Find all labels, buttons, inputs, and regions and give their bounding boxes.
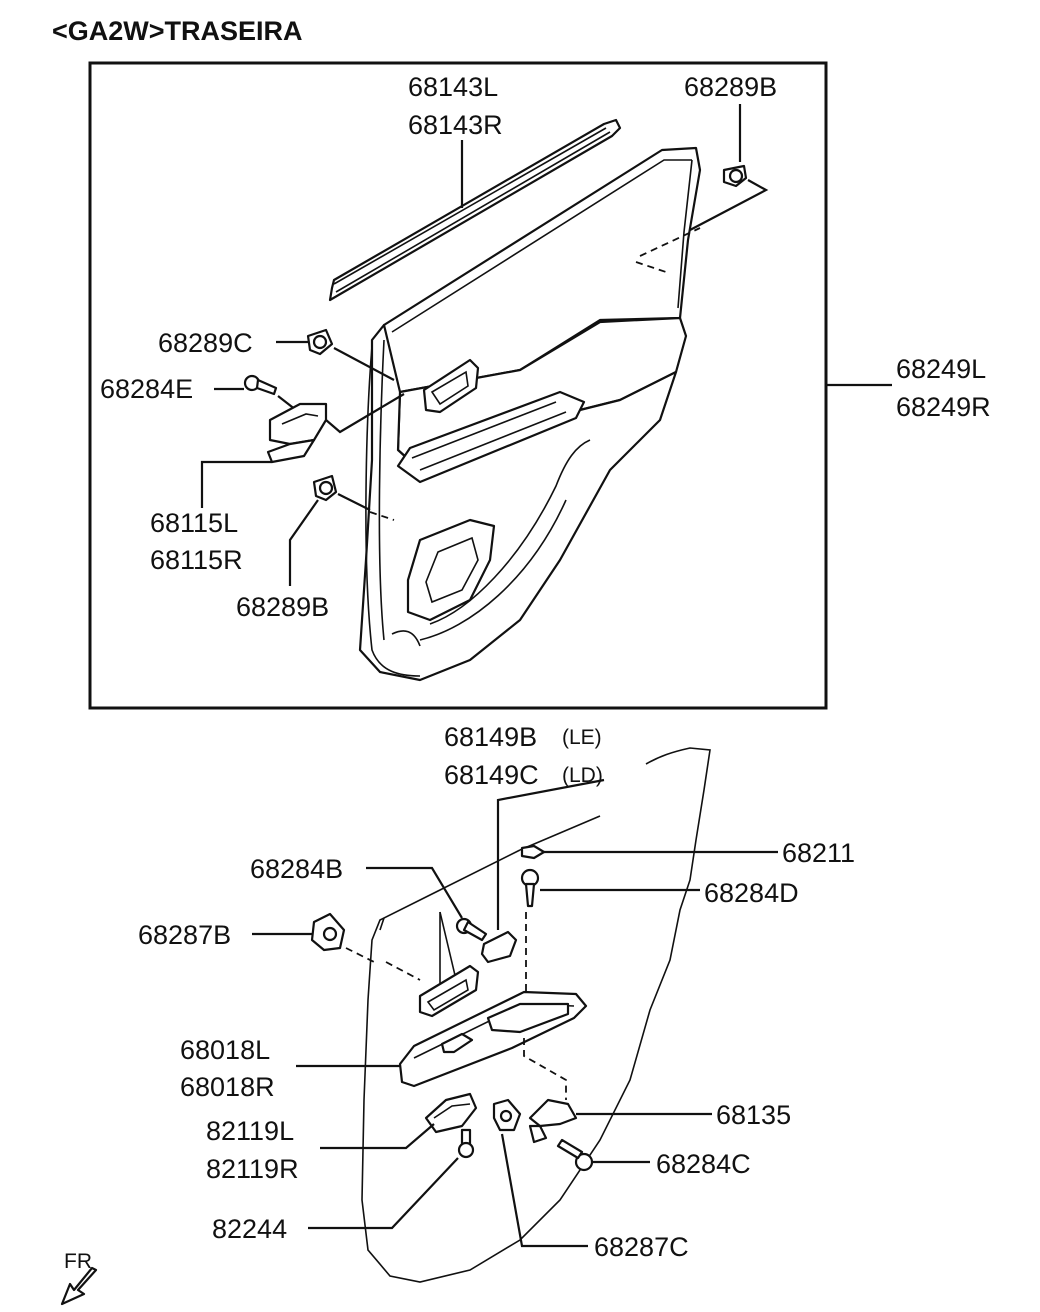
switch-panel-68018	[296, 990, 588, 1100]
label-68018L: 68018L	[180, 1035, 270, 1065]
pull-cup	[418, 964, 480, 1018]
screw-82244	[308, 1128, 475, 1230]
label-68143L: 68143L	[408, 72, 498, 102]
inside-handle-68115	[200, 393, 405, 508]
diagram-title: <GA2W>TRASEIRA	[52, 16, 303, 46]
weatherstrip-68143	[328, 118, 622, 302]
label-68115L: 68115L	[150, 508, 238, 538]
door-inner-outline	[361, 747, 711, 1283]
clip-68287B	[252, 912, 421, 981]
label-68289B-top: 68289B	[684, 72, 777, 102]
label-82244: 82244	[212, 1214, 287, 1244]
label-68149C: 68149C	[444, 760, 539, 790]
label-68135: 68135	[716, 1100, 791, 1130]
label-68211: 68211	[782, 838, 855, 868]
label-68249L: 68249L	[896, 354, 986, 384]
label-fr: FR	[64, 1250, 92, 1273]
label-68284D: 68284D	[704, 878, 799, 908]
label-68284E: 68284E	[100, 374, 193, 404]
label-68289B-bottom: 68289B	[236, 592, 329, 622]
label-68149B: 68149B	[444, 722, 537, 752]
label-68287B: 68287B	[138, 920, 231, 950]
label-68143R: 68143R	[408, 110, 503, 140]
switch-82119	[320, 1092, 478, 1150]
label-68284C: 68284C	[656, 1149, 751, 1179]
screw-68284E	[214, 374, 297, 411]
label-68287C: 68287C	[594, 1232, 689, 1262]
label-82119L: 82119L	[206, 1116, 294, 1146]
label-68115R: 68115R	[150, 545, 243, 575]
clip-68289B-top	[689, 104, 769, 231]
label-68149B-note: (LE)	[562, 726, 602, 749]
screw-68284D	[520, 868, 700, 1000]
label-82119R: 82119R	[206, 1154, 299, 1184]
bracket-68135	[528, 1098, 712, 1144]
screw-68284C	[556, 1138, 650, 1172]
clip-68289B-bottom	[288, 474, 395, 586]
clip-68289C	[276, 328, 395, 381]
label-68149C-note: (LD)	[562, 764, 603, 787]
clip-68287C	[492, 1098, 588, 1248]
door-trim-panel-68249	[358, 146, 702, 682]
label-68284B: 68284B	[250, 854, 343, 884]
cap-68149	[480, 778, 605, 964]
clip-68211	[520, 844, 778, 860]
label-68289C: 68289C	[158, 328, 253, 358]
front-direction-arrow-icon	[60, 1266, 98, 1306]
label-68018R: 68018R	[180, 1072, 275, 1102]
label-68249R: 68249R	[896, 392, 991, 422]
